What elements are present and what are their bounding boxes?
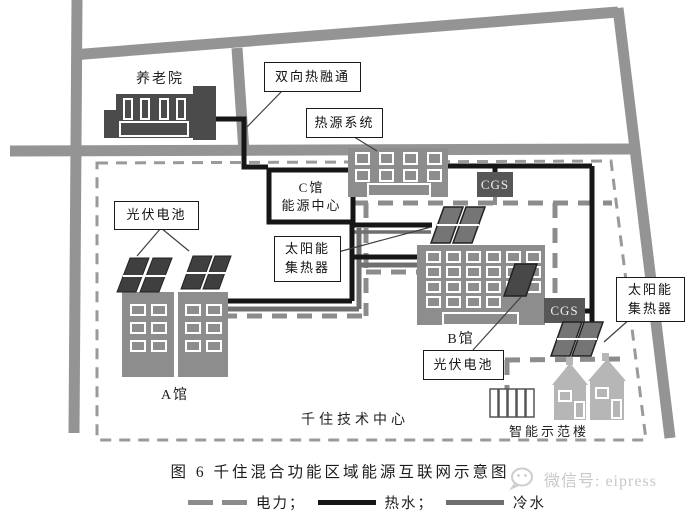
road-east-diagonal <box>612 7 676 439</box>
pointer-lines <box>136 88 632 351</box>
road-middle <box>9 143 633 157</box>
legend: 电力 ； 热水 ； 冷水 <box>188 492 546 512</box>
tech-center-label: 千住技术中心 <box>301 413 409 428</box>
solar-collector-east-line2: 集热器 <box>627 300 673 316</box>
hall-a-label: A馆 <box>160 388 190 403</box>
watermark: 微信号: eipress <box>509 466 657 492</box>
hall-c-line1: C馆 <box>298 179 325 195</box>
legend-cold-water-label: 冷水 <box>513 496 546 512</box>
pv-south-text: 光伏电池 <box>433 356 494 372</box>
cgs-east-box <box>544 298 585 323</box>
heat-source-callout: 热源系统 <box>306 108 383 138</box>
cold-water-lines <box>225 228 431 312</box>
legend-item-hot-water: 热水 ； <box>317 492 435 512</box>
pv-west-callout: 光伏电池 <box>114 201 199 230</box>
nursing-home-label: 养老院 <box>136 72 184 87</box>
road-north <box>71 6 619 61</box>
watermark-text: 微信号: eipress <box>544 473 657 490</box>
legend-sep-1: ； <box>289 496 306 512</box>
roads <box>9 0 676 439</box>
figure-caption: 图 6 千住混合功能区域能源互联网示意图 <box>170 464 510 481</box>
hot-water-line-swatch <box>317 500 376 505</box>
cgs-north-label: CGS <box>480 176 510 192</box>
cold-water-line-swatch <box>446 500 504 505</box>
hall-b-building <box>417 245 545 326</box>
cgs-north-box <box>477 172 513 197</box>
road-west-vertical <box>68 0 83 434</box>
legend-electricity-label: 电力 <box>256 496 289 512</box>
legend-sep-2: ； <box>417 496 434 512</box>
battery-bank <box>489 388 535 418</box>
solar-collector-mid-line1: 太阳能 <box>284 241 330 257</box>
legend-item-cold-water: 冷水 <box>446 492 546 512</box>
bidirectional-heat-text: 双向热融通 <box>274 68 350 84</box>
pv-west-text: 光伏电池 <box>126 207 187 223</box>
solar-collector-east-line1: 太阳能 <box>627 281 673 297</box>
hall-a-building <box>116 255 232 377</box>
smart-demo-label: 智能示范楼 <box>509 424 590 439</box>
electricity-line-swatch2 <box>222 500 247 505</box>
legend-item-electricity: 电力 ； <box>188 492 306 512</box>
nursing-home-building <box>104 86 216 140</box>
cgs-east-label: CGS <box>550 302 579 318</box>
electricity-line-swatch <box>188 500 213 505</box>
pv-south-callout: 光伏电池 <box>423 350 504 380</box>
smart-demo-houses <box>552 353 626 420</box>
hot-nursing-home-link <box>216 116 268 170</box>
hall-b-label: B馆 <box>447 332 475 347</box>
solar-collector-east-callout: 太阳能 集热器 <box>616 277 685 322</box>
hall-c-line2: 能源中心 <box>281 198 342 213</box>
legend-hot-water-label: 热水 <box>384 496 418 512</box>
bidirectional-heat-callout: 双向热融通 <box>264 62 361 92</box>
solar-collector-mid-callout: 太阳能 集热器 <box>274 236 341 282</box>
wechat-icon <box>509 467 533 491</box>
hall-c-label: C馆 能源中心 <box>271 173 352 221</box>
hall-b-pv-panel <box>502 263 539 297</box>
heat-source-text: 热源系统 <box>314 114 375 130</box>
solar-collector-mid-line2: 集热器 <box>284 260 330 275</box>
heat-source-building <box>348 148 448 197</box>
